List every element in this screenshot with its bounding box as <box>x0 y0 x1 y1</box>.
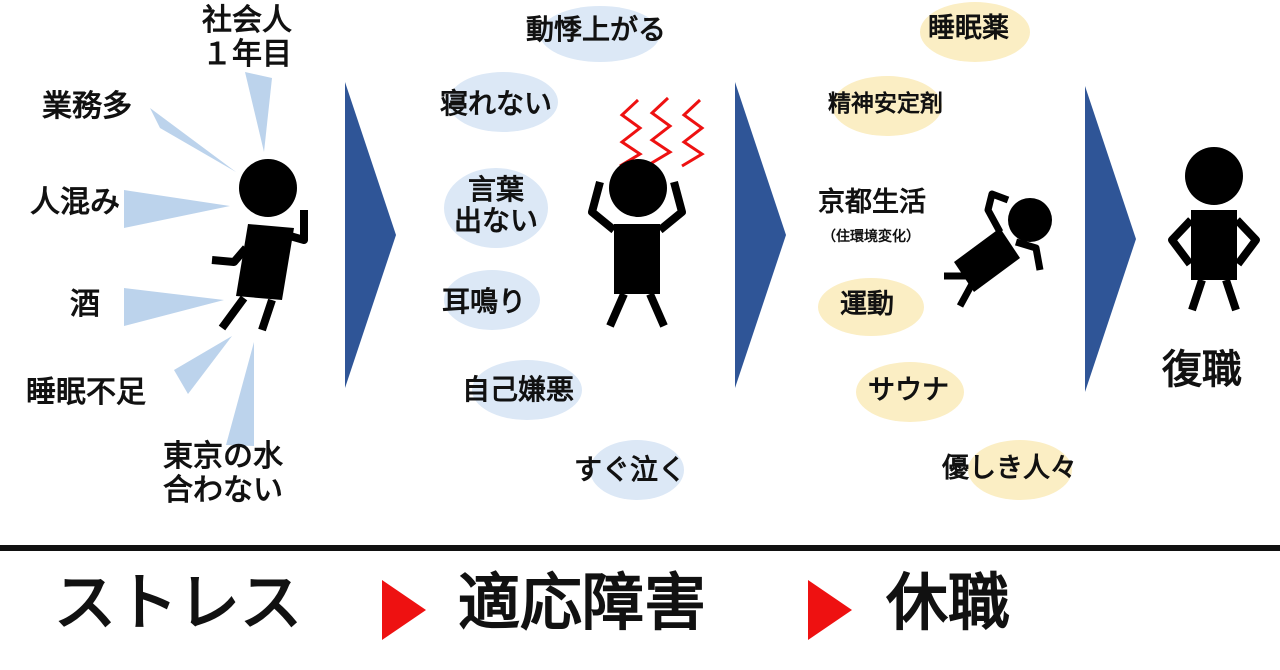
remedy-seishin: 精神安定剤 <box>828 91 943 117</box>
bubble-undou <box>818 278 924 336</box>
ray-hitogomi <box>124 190 230 228</box>
symptom-nerenai: 寝れない <box>440 87 553 120</box>
ray-suimin <box>174 336 232 394</box>
standing-figure-icon <box>1168 147 1260 312</box>
ray-gyoumu <box>150 108 236 172</box>
resting-figure-icon <box>944 190 1052 308</box>
arrow-2 <box>735 82 786 388</box>
bubble-seishin <box>832 76 942 136</box>
bubble-kotoba <box>444 168 548 248</box>
ray-mizu <box>226 342 254 446</box>
symptom-jiko-ken-o: 自己嫌悪 <box>462 373 575 406</box>
flow-stress: ストレス <box>54 566 303 639</box>
bubble-jiko <box>472 360 582 420</box>
diagram-art <box>124 72 1260 446</box>
bubble-yasashiki <box>968 440 1072 500</box>
stage-arrows <box>345 82 1136 392</box>
symptom-kotoba: 言葉出ない <box>453 173 538 238</box>
symptom-sugu-naku: すぐ泣く <box>574 453 687 486</box>
remedy-undou: 運動 <box>840 289 894 320</box>
cause-hitogomi: 人混み <box>30 185 120 220</box>
stressed-figure-icon <box>211 159 308 332</box>
bubble-suiminyaku <box>920 2 1030 62</box>
cause-suimin-busoku: 睡眠不足 <box>26 375 146 410</box>
cause-mizu: 東京の水合わない <box>163 439 283 508</box>
arrow-1 <box>345 82 396 388</box>
remedy-kyoto: 京都生活 <box>818 187 926 218</box>
ray-sake <box>124 288 224 326</box>
outcome-fukushoku: 復職 <box>1162 347 1242 393</box>
ray-shakaijin <box>245 72 272 152</box>
symptom-miminari: 耳鳴り <box>442 285 527 318</box>
symptom-douki: 動悸上がる <box>526 13 667 46</box>
bubble-sauna <box>856 362 964 422</box>
bubble-sugu <box>590 440 684 500</box>
divider-line <box>0 545 1280 551</box>
bubble-miminari <box>444 270 540 330</box>
remedy-kyoto-note: （住環境変化） <box>822 229 920 245</box>
flow-kyushoku: 休職 <box>886 566 1011 639</box>
remedy-yasashiki: 優しき人々 <box>942 453 1077 484</box>
cause-sake: 酒 <box>70 287 100 322</box>
flow-arrow-1 <box>382 580 426 640</box>
cause-rays <box>124 72 272 446</box>
remedy-sauna: サウナ <box>868 375 949 406</box>
remedy-suiminyaku: 睡眠薬 <box>928 13 1009 44</box>
flow-tekiou: 適応障害 <box>458 566 707 639</box>
cause-gyoumu: 業務多 <box>42 89 132 124</box>
panicked-figure-icon <box>588 159 686 328</box>
arrow-3 <box>1085 86 1136 392</box>
stress-zigzag-icon <box>619 96 705 168</box>
bubble-douki <box>540 6 660 62</box>
bubble-nerenai <box>448 72 558 132</box>
flow-arrow-2 <box>808 580 852 640</box>
